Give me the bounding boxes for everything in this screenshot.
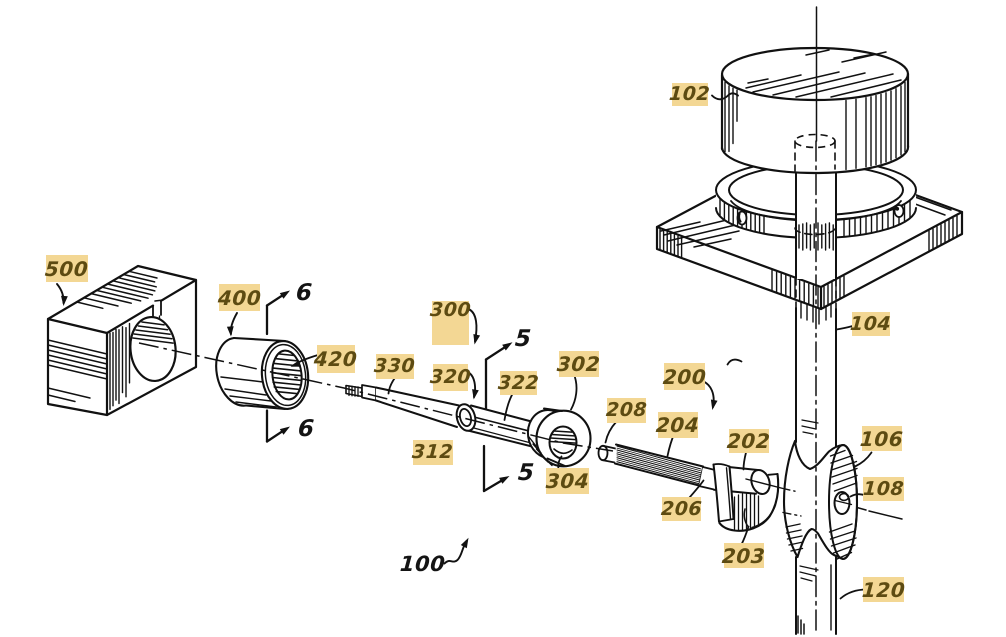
ref-label-text-302: 302	[556, 352, 602, 376]
ref-label-302: 302	[556, 351, 602, 377]
ref-label-100: 100	[399, 551, 447, 576]
ref-label-text-102: 102	[668, 83, 712, 105]
ref-label-5b: 5	[516, 459, 536, 486]
ref-label-200: 200	[662, 363, 707, 390]
ref-label-300: 300	[429, 299, 472, 345]
ref-label-text-106: 106	[859, 426, 905, 451]
ref-label-322: 322	[497, 371, 540, 395]
ref-label-text-100: 100	[399, 551, 447, 576]
leaders	[56, 92, 873, 600]
ref-label-text-304: 304	[545, 469, 590, 493]
ref-label-500: 500	[44, 255, 90, 282]
ref-label-text-206: 206	[660, 497, 703, 520]
ref-label-102: 102	[669, 83, 711, 106]
ref-label-420: 420	[314, 345, 358, 373]
sleeve-322	[467, 404, 540, 448]
ref-label-6b: 6	[296, 415, 316, 442]
ref-label-text-104: 104	[849, 312, 893, 335]
ref-label-330: 330	[373, 354, 417, 379]
ref-label-6a: 6	[294, 279, 314, 306]
ref-label-320: 320	[429, 364, 472, 391]
ref-label-text-322: 322	[497, 371, 540, 394]
ref-label-text-5a: 5	[513, 325, 533, 352]
ref-label-202: 202	[726, 429, 772, 453]
ref-label-text-500: 500	[44, 256, 90, 281]
pilot-shaft-330	[345, 384, 460, 428]
shaft-120	[795, 555, 837, 635]
knob-102	[720, 46, 910, 175]
strap-203	[712, 463, 735, 523]
disc-106	[782, 439, 859, 561]
ref-label-204: 204	[655, 412, 701, 438]
ref-label-108: 108	[862, 477, 905, 501]
ref-label-206: 206	[660, 497, 703, 521]
ref-label-400: 400	[217, 284, 262, 311]
ref-label-text-330: 330	[373, 355, 417, 377]
ref-label-104: 104	[849, 312, 893, 336]
ref-label-text-120: 120	[861, 577, 906, 602]
ring-320	[455, 403, 477, 432]
ref-label-text-420: 420	[313, 347, 359, 371]
ref-label-304: 304	[545, 468, 590, 494]
ref-label-text-6a: 6	[294, 279, 314, 306]
ref-label-312: 312	[411, 440, 455, 465]
ref-label-text-300: 300	[429, 299, 472, 321]
ref-label-text-400: 400	[217, 285, 262, 310]
ref-label-text-6b: 6	[296, 415, 316, 442]
ref-label-text-200: 200	[662, 364, 707, 389]
ref-label-208: 208	[605, 398, 648, 423]
centerlines	[138, 6, 903, 635]
ref-label-106: 106	[859, 426, 905, 451]
ref-label-text-312: 312	[411, 441, 455, 463]
hidden-post-dashed	[794, 133, 837, 310]
ref-label-text-5b: 5	[516, 459, 536, 486]
ref-label-text-204: 204	[655, 413, 701, 437]
section-lines	[265, 290, 513, 493]
bushing-400	[215, 336, 310, 411]
ref-label-text-202: 202	[726, 429, 772, 453]
ref-label-120: 120	[861, 577, 906, 602]
ref-label-text-203: 203	[721, 543, 767, 568]
ref-label-text-320: 320	[429, 366, 472, 388]
block-500	[46, 264, 198, 417]
ref-label-text-108: 108	[862, 477, 905, 500]
flange-302	[526, 407, 592, 468]
ref-label-5a: 5	[513, 325, 533, 352]
ref-label-203: 203	[721, 543, 767, 568]
ref-label-text-208: 208	[605, 399, 648, 421]
